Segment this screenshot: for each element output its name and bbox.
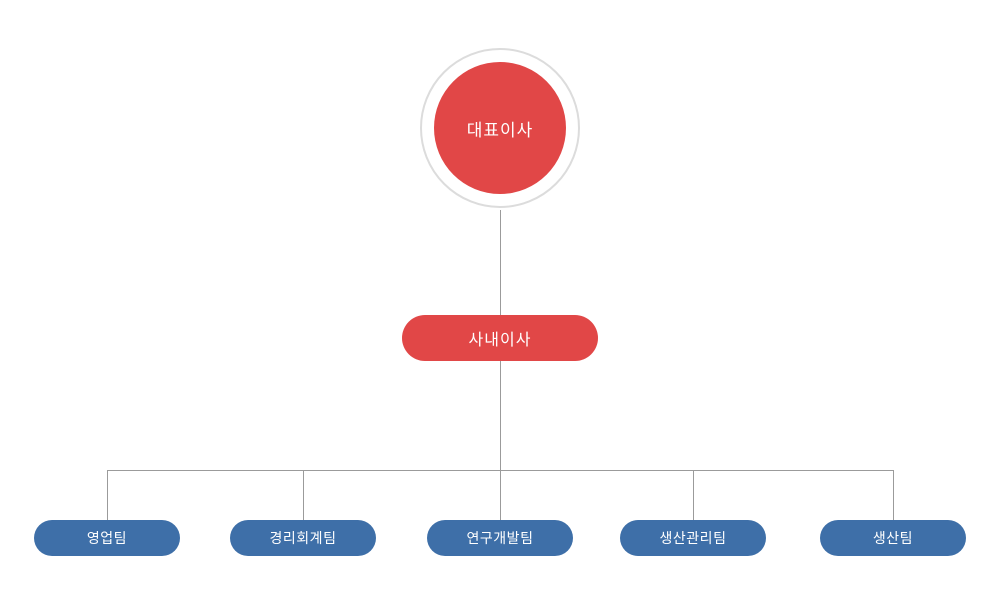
team-label: 영업팀 — [86, 531, 128, 547]
team-label: 생산팀 — [872, 531, 914, 547]
team-node-production: 생산팀 — [820, 520, 966, 556]
connector-drop-production — [893, 470, 894, 520]
team-label: 경리회계팀 — [269, 531, 337, 547]
connector-drop-sales — [107, 470, 108, 520]
team-node-accounting: 경리회계팀 — [230, 520, 376, 556]
team-label: 생산관리팀 — [659, 531, 727, 547]
team-node-sales: 영업팀 — [34, 520, 180, 556]
ceo-label: 대표이사 — [466, 120, 534, 141]
director-node: 사내이사 — [402, 315, 598, 361]
director-label: 사내이사 — [468, 330, 532, 349]
connector-drop-accounting — [303, 470, 304, 520]
team-label: 연구개발팀 — [466, 531, 534, 547]
ceo-node-ring: 대표이사 — [420, 48, 580, 208]
connector-director-to-bus — [500, 361, 501, 470]
team-node-production-mgmt: 생산관리팀 — [620, 520, 766, 556]
connector-drop-rnd — [500, 470, 501, 520]
connector-ceo-to-director — [500, 210, 501, 315]
connector-drop-production-mgmt — [693, 470, 694, 520]
ceo-node: 대표이사 — [434, 62, 566, 194]
team-node-rnd: 연구개발팀 — [427, 520, 573, 556]
